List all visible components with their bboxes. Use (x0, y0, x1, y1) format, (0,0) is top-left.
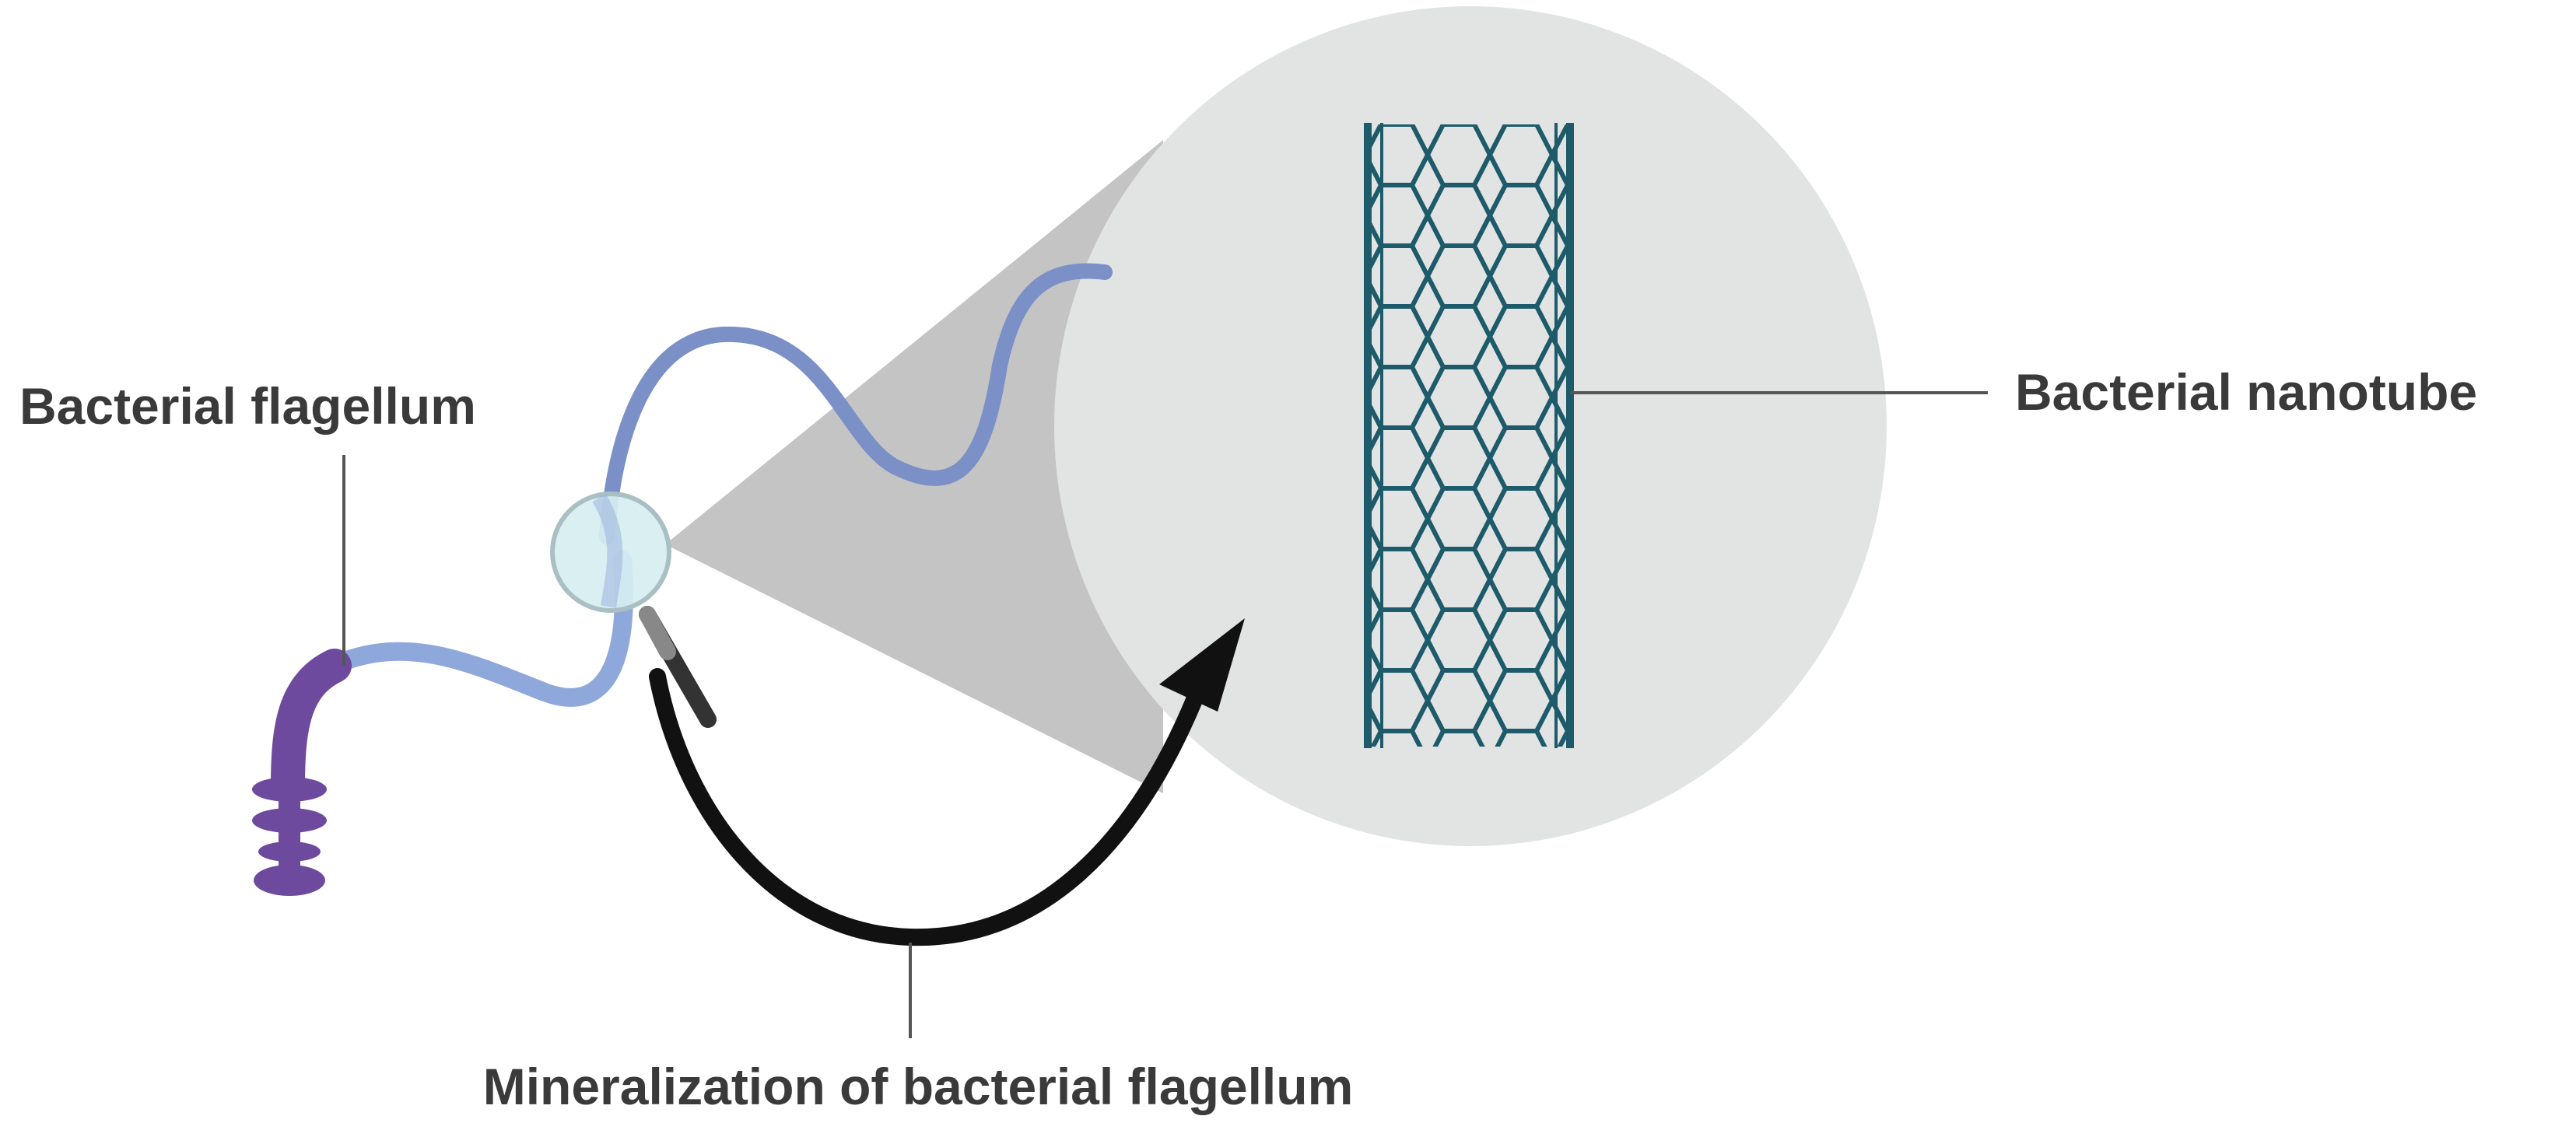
flagellum-filament (317, 551, 633, 707)
label-bacterial-flagellum: Bacterial flagellum (19, 377, 476, 435)
label-bacterial-nanotube: Bacterial nanotube (2015, 363, 2477, 421)
flagellum-filament-distal (599, 263, 1113, 544)
nanotube-lattice-icon (1364, 123, 1574, 748)
label-mineralization: Mineralization of bacterial flagellum (483, 1058, 1354, 1115)
magnifying-glass-icon (550, 492, 717, 728)
curved-arrow-icon (649, 618, 1245, 946)
basal-body-icon (252, 770, 327, 896)
flagellum-hook (271, 649, 352, 803)
